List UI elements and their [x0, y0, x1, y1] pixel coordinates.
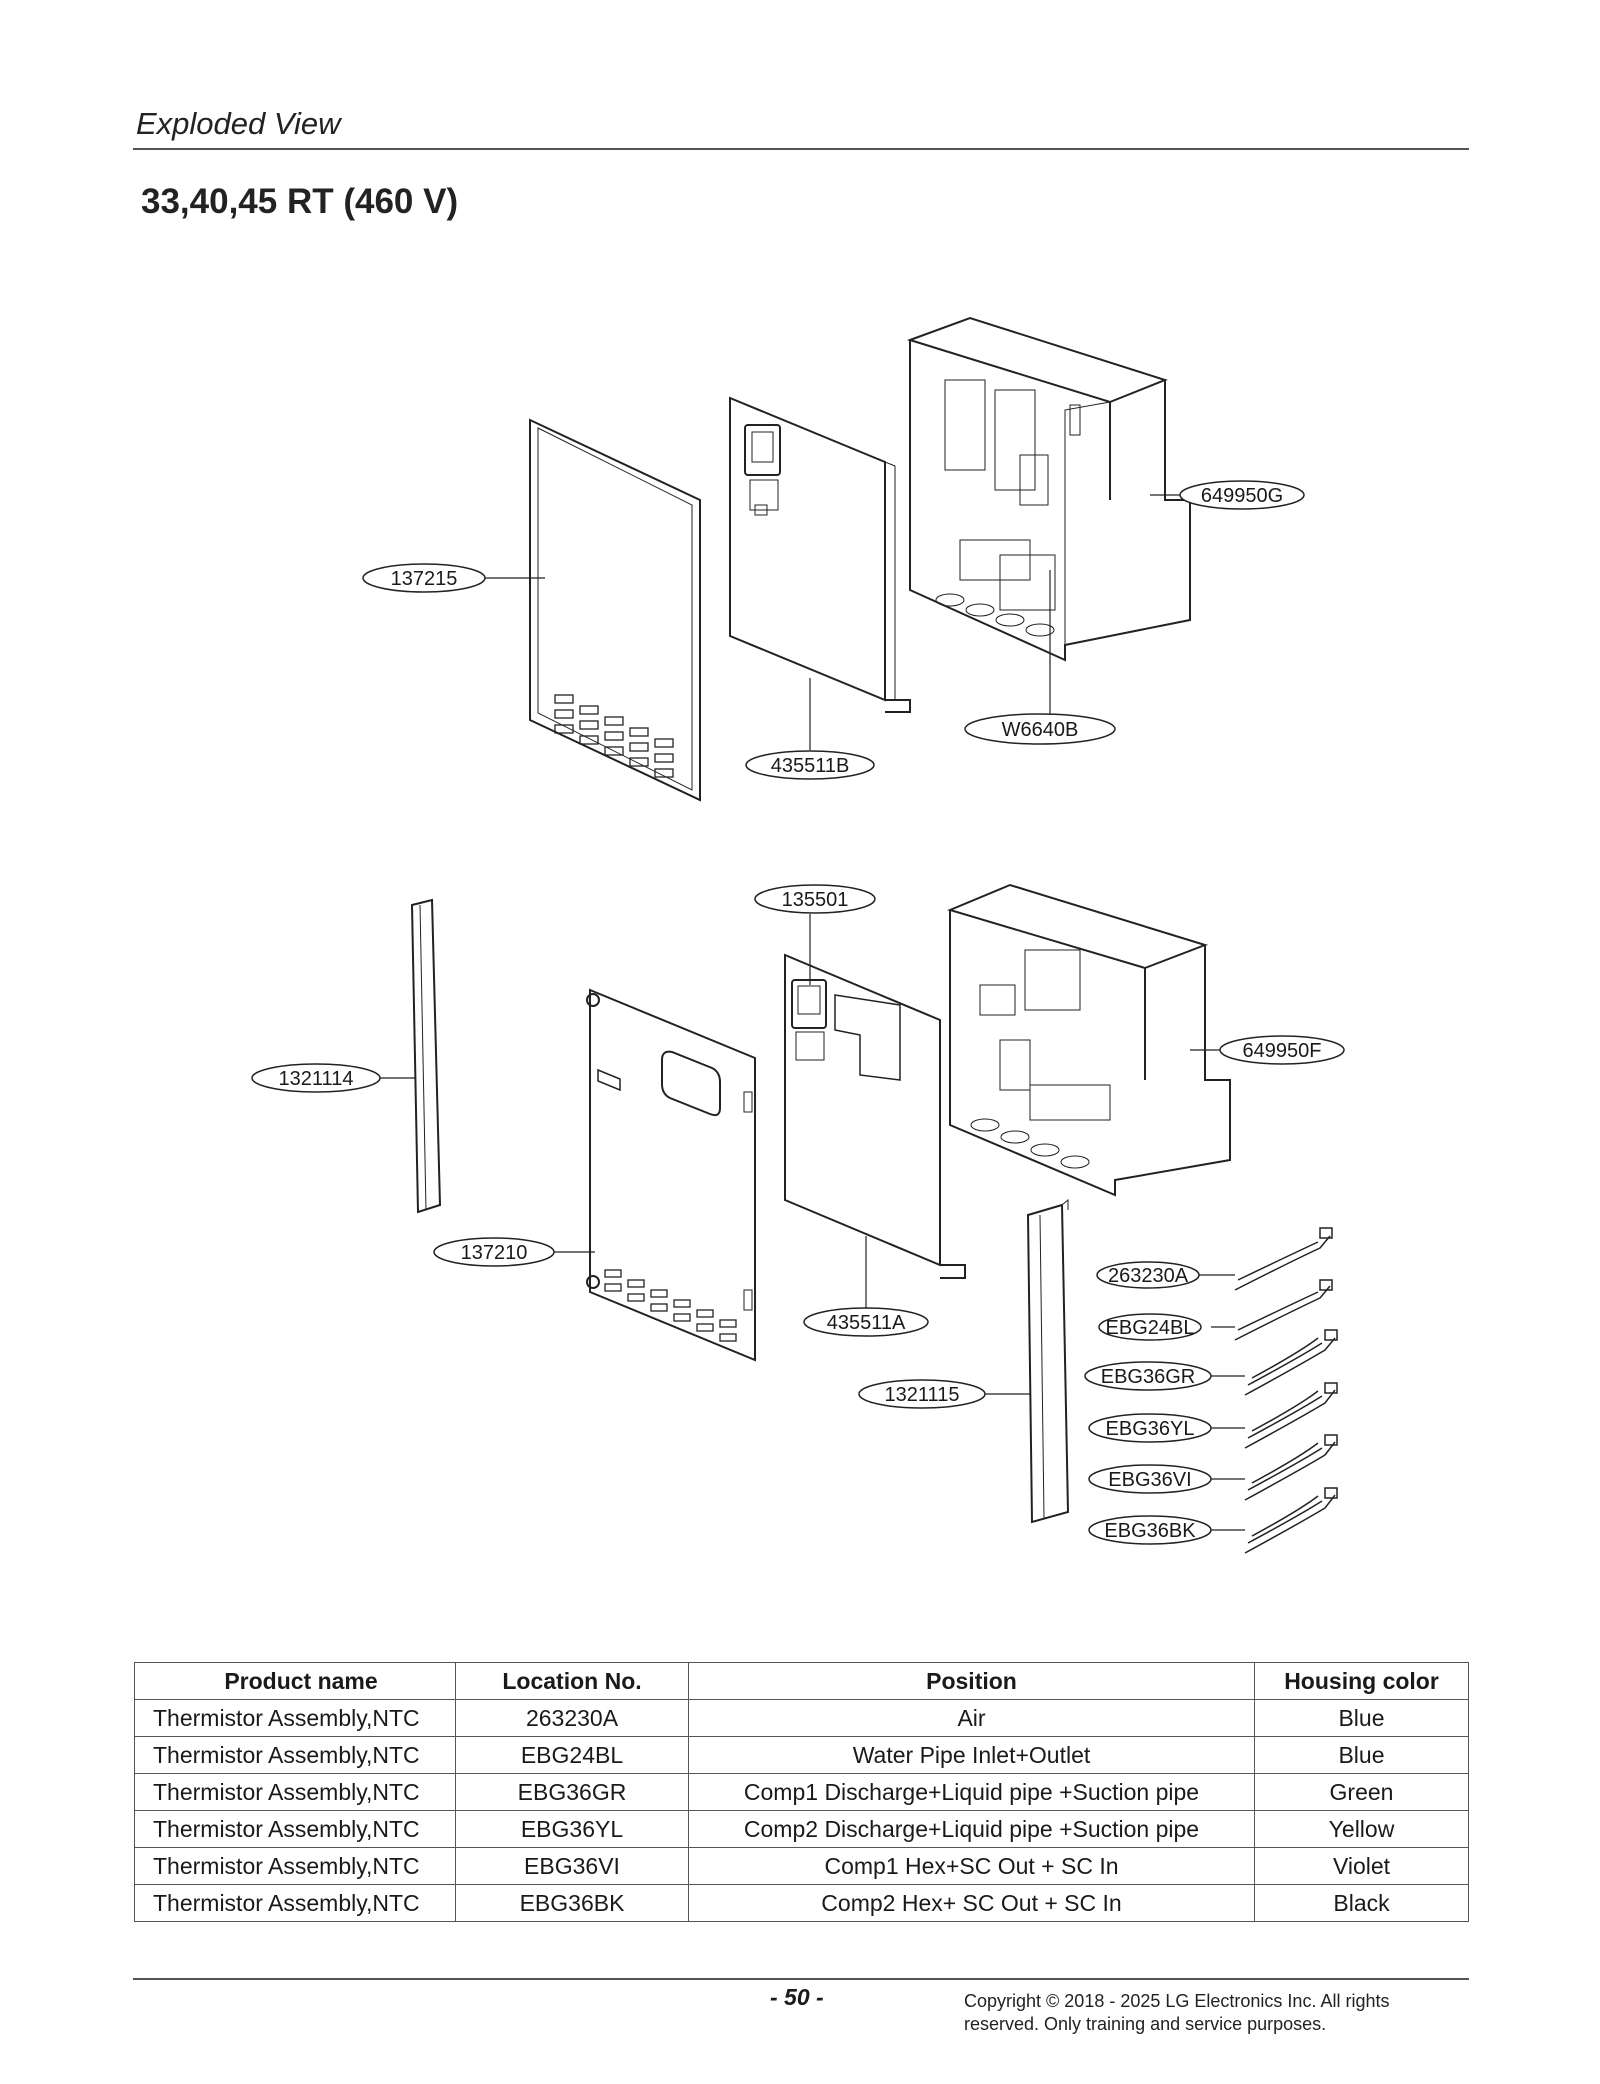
- cell-product-name: Thermistor Assembly,NTC: [134, 1773, 456, 1811]
- callout-435511B-ellipse: [745, 750, 875, 780]
- side-rail-1321115: [1026, 1198, 1070, 1524]
- table-row: Thermistor Assembly,NTC EBG36VI Comp1 He…: [134, 1847, 1469, 1885]
- cell-position: Air: [688, 1699, 1255, 1737]
- callout-1321115: 1321115: [885, 1384, 960, 1406]
- col-header-location-no: Location No.: [455, 1662, 689, 1700]
- cell-location-no: 263230A: [455, 1699, 689, 1737]
- callout-EBG36BK: EBG36BK: [1104, 1520, 1196, 1542]
- table-header-row: Product name Location No. Position Housi…: [134, 1662, 1469, 1700]
- callout-W6640B: W6640B: [1002, 719, 1079, 741]
- callout-649950G: 649950G: [1201, 485, 1283, 507]
- cell-position: Comp2 Hex+ SC Out + SC In: [688, 1884, 1255, 1922]
- section-title: Exploded View: [136, 106, 341, 141]
- callout-263230A: 263230A: [1108, 1265, 1189, 1287]
- callout-435511A-ellipse: [803, 1307, 929, 1337]
- cell-product-name: Thermistor Assembly,NTC: [134, 1847, 456, 1885]
- cell-housing-color: Black: [1254, 1884, 1469, 1922]
- cell-location-no: EBG36GR: [455, 1773, 689, 1811]
- cell-product-name: Thermistor Assembly,NTC: [134, 1699, 456, 1737]
- callout-EBG36YL: EBG36YL: [1106, 1418, 1195, 1440]
- callout-137215-ellipse: [362, 563, 486, 593]
- copyright-notice: Copyright © 2018 - 2025 LG Electronics I…: [964, 1991, 1390, 2034]
- table-row: Thermistor Assembly,NTC EBG24BL Water Pi…: [134, 1736, 1469, 1774]
- callout-EBG36VI-ellipse: [1088, 1464, 1212, 1494]
- cell-position: Comp1 Discharge+Liquid pipe +Suction pip…: [688, 1773, 1255, 1811]
- callout-EBG24BL-ellipse: [1098, 1313, 1202, 1341]
- footer-rule: [133, 1978, 1469, 1980]
- callout-137210-ellipse: [433, 1237, 555, 1267]
- cell-product-name: Thermistor Assembly,NTC: [134, 1810, 456, 1848]
- front-panel-137215: [529, 418, 701, 802]
- callout-137210: 137210: [461, 1242, 528, 1264]
- page-number: - 50 -: [770, 1984, 824, 2010]
- callout-649950F-ellipse: [1219, 1035, 1345, 1065]
- table-row: Thermistor Assembly,NTC EBG36YL Comp2 Di…: [134, 1810, 1469, 1848]
- callout-649950F: 649950F: [1243, 1040, 1322, 1062]
- cell-housing-color: Blue: [1254, 1736, 1469, 1774]
- control-box-649950F: [947, 883, 1231, 1197]
- cell-location-no: EBG36BK: [455, 1884, 689, 1922]
- table-row: Thermistor Assembly,NTC 263230A Air Blue: [134, 1699, 1469, 1737]
- callout-1321114-ellipse: [251, 1063, 381, 1093]
- header-rule: [133, 148, 1469, 150]
- exploded-view-diagram: 137215 435511B W6640B 649950G 135501 649…: [251, 316, 1345, 1554]
- col-header-position: Position: [688, 1662, 1255, 1700]
- control-box-649950G: [906, 316, 1191, 662]
- cell-position: Water Pipe Inlet+Outlet: [688, 1736, 1255, 1774]
- callout-EBG36YL-ellipse: [1088, 1413, 1212, 1443]
- callout-135501-ellipse: [754, 884, 876, 914]
- callout-649950G-ellipse: [1179, 480, 1305, 510]
- callout-EBG36VI: EBG36VI: [1108, 1469, 1191, 1491]
- cell-housing-color: Blue: [1254, 1699, 1469, 1737]
- table-row: Thermistor Assembly,NTC EBG36GR Comp1 Di…: [134, 1773, 1469, 1811]
- cell-product-name: Thermistor Assembly,NTC: [134, 1736, 456, 1774]
- callout-EBG36GR: EBG36GR: [1101, 1366, 1195, 1388]
- cell-position: Comp1 Hex+SC Out + SC In: [688, 1847, 1255, 1885]
- thermistor-wires: [1234, 1227, 1338, 1554]
- cell-location-no: EBG24BL: [455, 1736, 689, 1774]
- callout-1321114: 1321114: [279, 1068, 354, 1090]
- cell-location-no: EBG36VI: [455, 1847, 689, 1885]
- inner-panel-435511A: [784, 953, 966, 1279]
- col-header-product-name: Product name: [134, 1662, 456, 1700]
- cell-position: Comp2 Discharge+Liquid pipe +Suction pip…: [688, 1810, 1255, 1848]
- callout-135501: 135501: [782, 889, 849, 911]
- callout-EBG24BL: EBG24BL: [1106, 1317, 1195, 1339]
- callout-263230A-ellipse: [1096, 1261, 1200, 1289]
- table-row: Thermistor Assembly,NTC EBG36BK Comp2 He…: [134, 1884, 1469, 1922]
- callout-W6640B-ellipse: [964, 713, 1116, 745]
- cell-housing-color: Violet: [1254, 1847, 1469, 1885]
- callout-EBG36GR-ellipse: [1084, 1361, 1212, 1391]
- front-panel-137210: [586, 988, 756, 1362]
- thermistor-table: Product name Location No. Position Housi…: [134, 1662, 1469, 1922]
- cell-housing-color: Green: [1254, 1773, 1469, 1811]
- col-header-housing-color: Housing color: [1254, 1662, 1469, 1700]
- callout-137215: 137215: [391, 568, 458, 590]
- callout-1321115-ellipse: [858, 1379, 986, 1409]
- callout-EBG36BK-ellipse: [1088, 1515, 1212, 1545]
- callout-435511A: 435511A: [827, 1312, 906, 1334]
- inner-panel-435511B: [729, 396, 911, 713]
- page-heading: 33,40,45 RT (460 V): [141, 182, 459, 221]
- cell-product-name: Thermistor Assembly,NTC: [134, 1884, 456, 1922]
- cell-location-no: EBG36YL: [455, 1810, 689, 1848]
- side-rail-1321114: [410, 898, 442, 1214]
- callout-435511B: 435511B: [771, 755, 850, 777]
- cell-housing-color: Yellow: [1254, 1810, 1469, 1848]
